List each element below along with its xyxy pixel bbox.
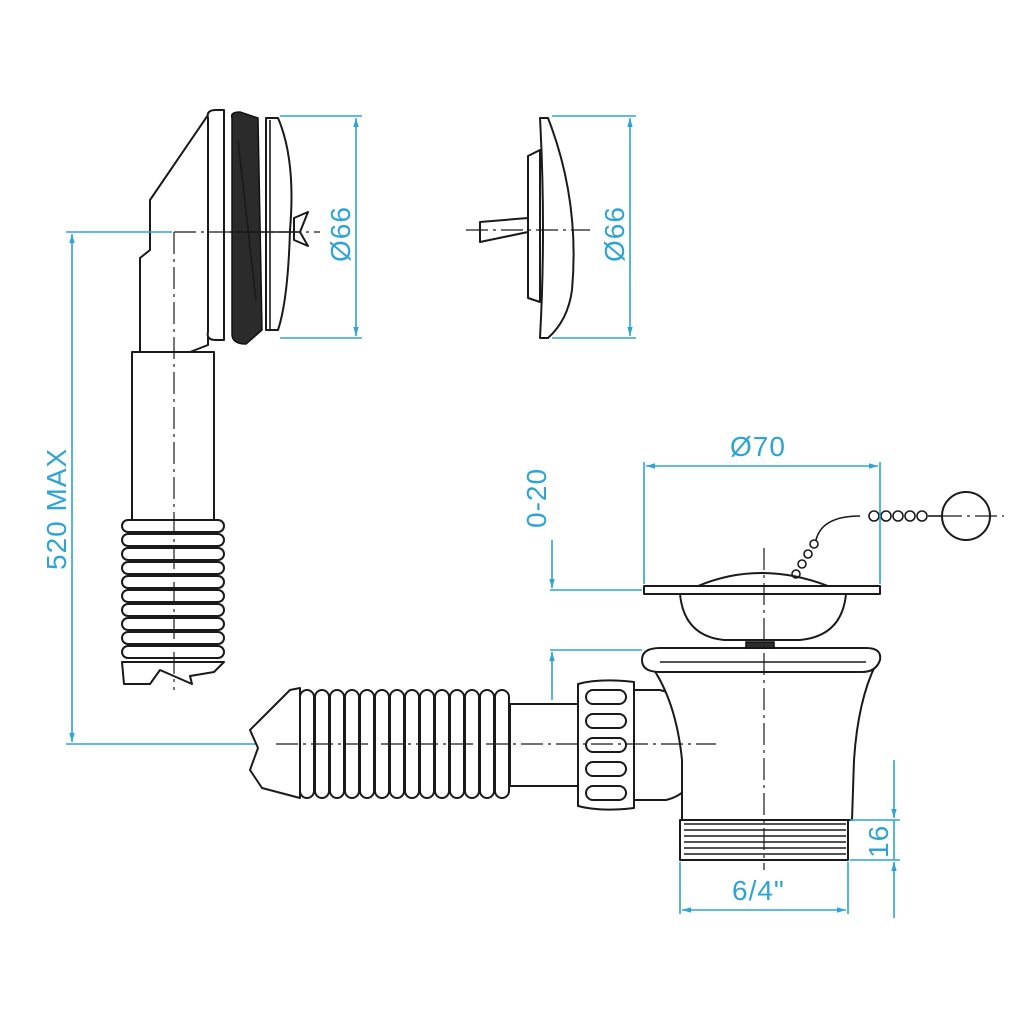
plug-range-label: 0-20 — [521, 468, 552, 528]
overflow-diameter-dimension: Ø66 — [280, 115, 362, 339]
overflow-pipe — [131, 351, 215, 523]
overflow-assembly — [121, 109, 320, 690]
cover-dome — [539, 117, 575, 339]
waste-diameter-dimension: Ø70 — [643, 431, 881, 584]
thread-size-label: 6/4" — [732, 875, 785, 906]
waste-diameter-label: Ø70 — [730, 431, 786, 462]
thread-length-label: 16 — [863, 825, 894, 858]
thread-size-dimension: 6/4" — [679, 862, 849, 914]
hose-connector-pipe — [509, 703, 579, 787]
waste-body — [276, 491, 1004, 870]
plug-chain — [791, 491, 1004, 579]
cover-back-plate — [527, 149, 541, 303]
overflow-gasket — [230, 111, 263, 345]
waste-body-shell — [649, 663, 877, 821]
overflow-screw — [293, 211, 309, 247]
overflow-diameter-label: Ø66 — [325, 206, 356, 262]
thread-length-dimension: 16 — [850, 760, 900, 918]
horizontal-corrugated-hose — [249, 687, 579, 799]
cover-diameter-dimension: Ø66 — [552, 115, 636, 339]
max-length-dimension: 520 MAX — [41, 231, 270, 745]
union-nut — [577, 679, 635, 811]
overflow-cover — [265, 117, 293, 331]
overflow-rosette — [206, 109, 225, 341]
max-length-label: 520 MAX — [41, 448, 72, 570]
plug-range-dimension: 0-20 — [521, 468, 642, 700]
overflow-cover-side-view — [466, 117, 590, 339]
waste-plug — [643, 572, 881, 649]
waste-flange — [641, 647, 882, 673]
cover-diameter-label: Ø66 — [599, 206, 630, 262]
overflow-corrugated-hose — [121, 519, 225, 685]
